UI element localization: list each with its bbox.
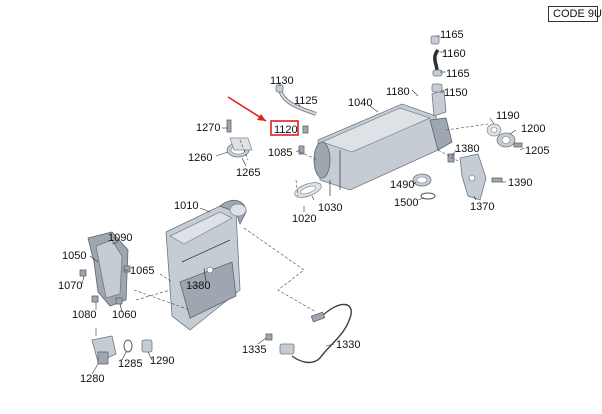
- callout-1290: 1290: [150, 355, 174, 367]
- callout-1040: 1040: [348, 97, 372, 109]
- callout-1380-right: 1380: [455, 143, 479, 155]
- callout-1490: 1490: [390, 179, 414, 191]
- callout-1120: 1120: [274, 124, 298, 136]
- callout-1205: 1205: [525, 145, 549, 157]
- callout-1335: 1335: [242, 344, 266, 356]
- callout-1070: 1070: [58, 280, 82, 292]
- callout-1130: 1130: [270, 75, 294, 87]
- callout-1090: 1090: [108, 232, 132, 244]
- muffler-1040: [313, 89, 453, 196]
- sensor-wire-1330: [265, 303, 352, 364]
- callout-1260: 1260: [188, 152, 212, 164]
- sensor-1280: [91, 328, 153, 365]
- callout-1020: 1020: [292, 213, 316, 225]
- highlight-arrow: [227, 96, 299, 136]
- callout-1050: 1050: [62, 250, 86, 262]
- callout-1190: 1190: [496, 110, 520, 122]
- callout-1270: 1270: [196, 122, 220, 134]
- callout-1500: 1500: [394, 197, 418, 209]
- converter-1010: [165, 199, 247, 331]
- clamp-1490: [412, 173, 436, 200]
- clamp-1260: [226, 119, 253, 158]
- pipe-1125: [275, 84, 317, 116]
- callout-1165-lower: 1165: [446, 68, 470, 80]
- callout-1030: 1030: [318, 202, 342, 214]
- callouts: 1165 1160 1165 1180 1150 1130 1125 1040 …: [58, 29, 549, 385]
- gasket-1190: [486, 123, 523, 148]
- bracket-1370: [447, 153, 503, 201]
- gasket-1030: [294, 182, 322, 198]
- pipe-1160: [430, 35, 443, 93]
- heat-shield-1050: [79, 231, 131, 307]
- callout-1010: 1010: [174, 200, 198, 212]
- callout-1380-left: 1380: [186, 280, 210, 292]
- callout-1125: 1125: [294, 95, 318, 107]
- callout-1390: 1390: [508, 177, 532, 189]
- callout-1085: 1085: [268, 147, 292, 159]
- callout-1330: 1330: [336, 339, 360, 351]
- callout-1080: 1080: [72, 309, 96, 321]
- guide-lines: [133, 123, 489, 313]
- callout-1265: 1265: [236, 167, 260, 179]
- callout-1160: 1160: [442, 48, 466, 60]
- bolt-1085: [298, 125, 309, 155]
- code-label: CODE 9U: [548, 6, 602, 22]
- callout-1165-top: 1165: [440, 29, 464, 41]
- callout-1200: 1200: [521, 123, 545, 135]
- callout-1285: 1285: [118, 358, 142, 370]
- leader-lines: [81, 35, 525, 375]
- callout-1060: 1060: [112, 309, 136, 321]
- callout-1150: 1150: [444, 87, 468, 99]
- callout-1370: 1370: [470, 201, 494, 213]
- callout-1280: 1280: [80, 373, 104, 385]
- callout-1065: 1065: [130, 265, 154, 277]
- callout-1180: 1180: [386, 86, 410, 98]
